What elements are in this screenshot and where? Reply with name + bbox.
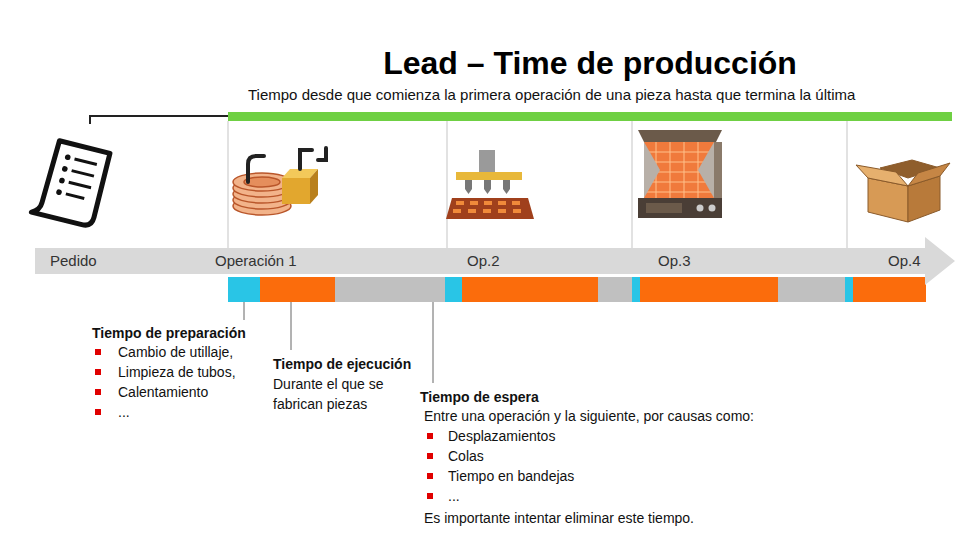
callout-heading: Tiempo de preparación (92, 324, 246, 342)
bullet (95, 349, 101, 355)
leader-lines (244, 302, 433, 383)
stage-label: Op.3 (658, 252, 691, 270)
run-segment (260, 277, 335, 302)
setup-segment (632, 277, 640, 302)
callout-heading: Tiempo de espera (420, 388, 539, 406)
bracket-line (90, 116, 228, 124)
divider-line (846, 121, 847, 248)
wait-segment (598, 277, 632, 302)
bullet-item: Limpieza de tubos, (118, 363, 236, 381)
bullet (427, 493, 433, 499)
callout-text: Entre una operación y la siguiente, por … (424, 407, 754, 425)
bullet (95, 389, 101, 395)
callout-text: Durante el que se fabrican piezas (273, 374, 405, 414)
subtitle: Tiempo desde que comienza la primera ope… (248, 86, 855, 104)
divider-line (631, 121, 632, 248)
bullet-item: ... (118, 403, 130, 421)
bullet-item: Desplazamientos (448, 427, 555, 445)
leader-line (291, 302, 292, 350)
bullet (427, 473, 433, 479)
order-icon (31, 138, 110, 227)
bullet-item: ... (448, 487, 460, 505)
heater-icon (233, 148, 326, 215)
setup-segment (228, 277, 260, 302)
leader-line (433, 302, 434, 383)
bullet (95, 369, 101, 375)
lead-time-bar (228, 112, 952, 121)
bullet-item: Calentamiento (118, 383, 208, 401)
box-icon (856, 160, 950, 222)
bullet (427, 453, 433, 459)
time-segments (228, 277, 926, 302)
wait-segment (778, 277, 845, 302)
run-segment (462, 277, 598, 302)
run-segment (853, 277, 926, 302)
run-segment (640, 277, 778, 302)
stage-label: Operación 1 (215, 252, 297, 270)
leader-line (244, 302, 245, 320)
diagram-title: Lead – Time de producción (383, 44, 797, 82)
callout-heading: Tiempo de ejecución (273, 355, 411, 373)
stage-label: Op.2 (467, 252, 500, 270)
bullet-item: Cambio de utillaje, (118, 343, 233, 361)
callout-note: Es importante intentar eliminar este tie… (424, 509, 694, 527)
timeline-band: Pedido Operación 1 Op.2 Op.3 Op.4 (35, 236, 955, 286)
bullet (427, 433, 433, 439)
arrow-band (35, 237, 955, 285)
divider-line (446, 121, 447, 248)
lead-time-bracket (90, 112, 952, 124)
stage-label: Op.4 (888, 252, 921, 270)
press-icon (446, 150, 534, 219)
bullet-marks (95, 349, 433, 499)
wait-segment (335, 277, 445, 302)
oven-icon (638, 130, 722, 218)
stage-label: Pedido (50, 252, 97, 270)
bullet-item: Tiempo en bandejas (448, 467, 574, 485)
divider-line (227, 121, 228, 248)
bullet-item: Colas (448, 447, 484, 465)
bullet (95, 409, 101, 415)
stage-dividers (228, 121, 847, 248)
setup-segment (445, 277, 462, 302)
setup-segment (845, 277, 853, 302)
